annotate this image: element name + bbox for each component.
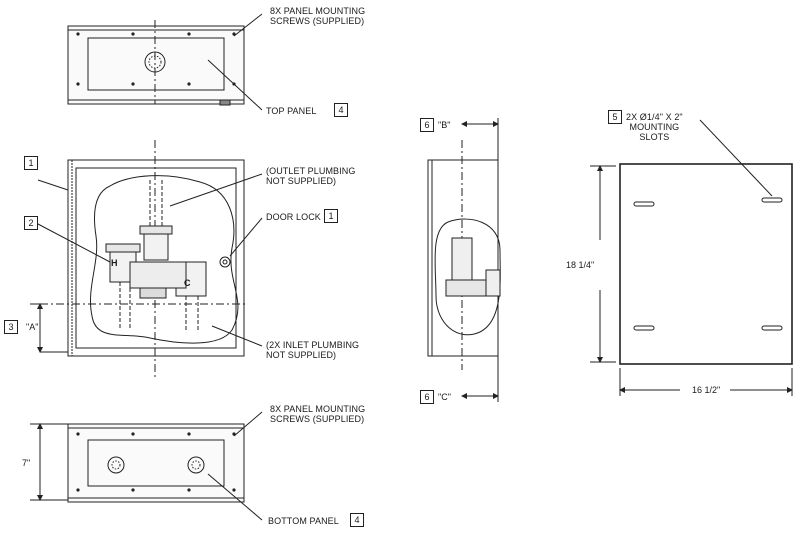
top-screws-label: 8X PANEL MOUNTING SCREWS (SUPPLIED) (270, 6, 366, 26)
outlet-plumbing-label: (OUTLET PLUMBING NOT SUPPLIED) (266, 166, 356, 186)
dim-width-label: 16 1/2" (692, 385, 721, 395)
item-5-box: 5 (608, 110, 622, 124)
bottom-screws (76, 432, 236, 492)
item-4-top-box: 4 (334, 103, 348, 117)
slots-label: 2X Ø1/4" X 2" MOUNTING SLOTS (626, 112, 683, 142)
mixing-valve (105, 180, 207, 330)
top-panel-view (67, 13, 263, 111)
dim-a-label: "A" (26, 322, 39, 332)
dim-c-label: "C" (438, 392, 451, 402)
item-3-box: 3 (4, 320, 18, 334)
inlet-plumbing-label: (2X INLET PLUMBING NOT SUPPLIED) (266, 340, 360, 360)
dim-height-label: 18 1/4" (566, 260, 595, 270)
item-2-box: 2 (24, 216, 38, 230)
top-panel-label: TOP PANEL (266, 106, 317, 116)
item-6-c-box: 6 (420, 390, 434, 404)
door-lock-label: DOOR LOCK (266, 212, 321, 222)
item-6-b-box: 6 (420, 118, 434, 132)
back-view (590, 119, 793, 396)
item-1-door-lock-box: 1 (324, 209, 338, 223)
item-1-box: 1 (24, 156, 38, 170)
bottom-screws-label: 8X PANEL MOUNTING SCREWS (SUPPLIED) (270, 404, 366, 424)
bottom-panel-view (30, 411, 263, 521)
dim-seven-label: 7" (22, 458, 31, 468)
dim-b-label: "B" (438, 120, 451, 130)
hot-letter: H (111, 258, 118, 268)
item-4-bottom-box: 4 (350, 513, 364, 527)
bottom-panel-label: BOTTOM PANEL (268, 516, 339, 526)
front-view (30, 140, 263, 380)
side-view (427, 118, 501, 402)
cold-letter: C (184, 278, 191, 288)
